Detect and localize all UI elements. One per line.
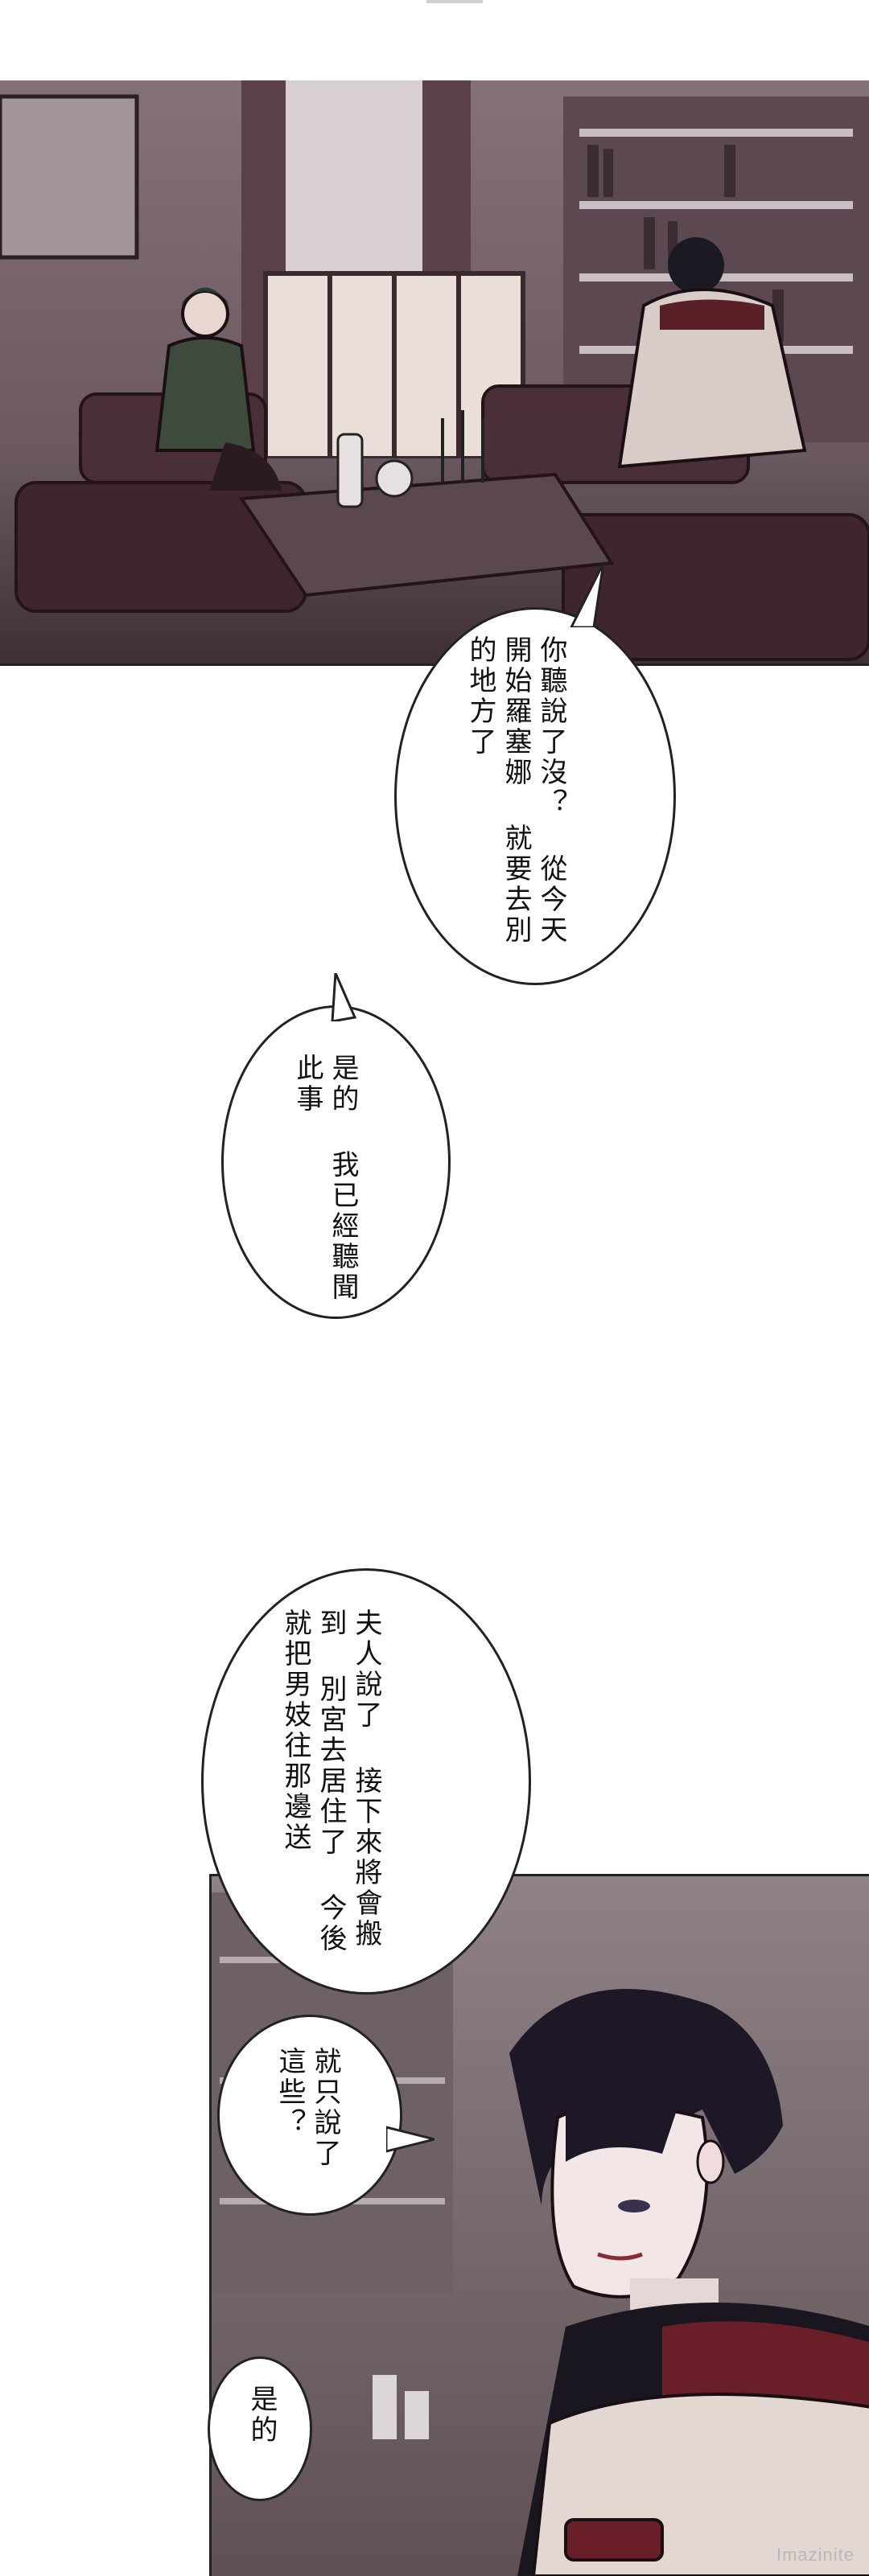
comic-panel-top xyxy=(0,80,869,666)
bubble-2-line-2: 我已經聽聞此事 xyxy=(291,1054,359,1303)
room-illustration xyxy=(0,80,869,664)
bubble-5-line-1: 是的 xyxy=(245,2385,278,2446)
bubble-tail-2 xyxy=(331,973,357,1021)
bubble-1-line-2: 從今天開始羅塞娜 xyxy=(500,635,567,946)
bubble-4-text: 就只說了 這些？ xyxy=(272,2047,343,2208)
bubble-3-line-4: 今後就把男妓往那邊送 xyxy=(279,1608,347,1954)
page-edge-mark xyxy=(426,0,483,3)
bubble-tail-1 xyxy=(570,563,603,627)
bubble-4-line-1: 就只說了 xyxy=(309,2047,341,2169)
watermark: Imazinite xyxy=(776,2545,855,2565)
bubble-3-text: 夫人說了 接下來將會搬到 別宮去居住了 今後就把男妓往那邊送 xyxy=(278,1608,384,1978)
bubble-3-line-2: 接下來將會搬到 xyxy=(315,1608,382,1949)
bubble-2-text: 是的 我已經聽聞此事 xyxy=(290,1054,360,1311)
speech-bubble-3 xyxy=(201,1568,531,1995)
bubble-1-line-3: 就要去別的地方了 xyxy=(464,635,532,946)
bubble-tail-4 xyxy=(386,2126,434,2153)
speech-bubble-4 xyxy=(217,2015,402,2216)
bubble-1-text: 你聽說了沒？ 從今天開始羅塞娜 就要去別的地方了 xyxy=(463,635,569,965)
bubble-2-line-1: 是的 xyxy=(327,1054,359,1115)
bubble-5-text: 是的 xyxy=(244,2385,279,2481)
bubble-3-line-3: 別宮去居住了 xyxy=(315,1674,347,1858)
bubble-3-line-1: 夫人說了 xyxy=(350,1608,382,1731)
bubble-1-line-1: 你聽說了沒？ xyxy=(535,635,567,819)
speech-bubble-5 xyxy=(208,2356,312,2501)
speech-bubble-1 xyxy=(394,607,676,985)
bubble-4-line-2: 這些？ xyxy=(274,2047,306,2138)
